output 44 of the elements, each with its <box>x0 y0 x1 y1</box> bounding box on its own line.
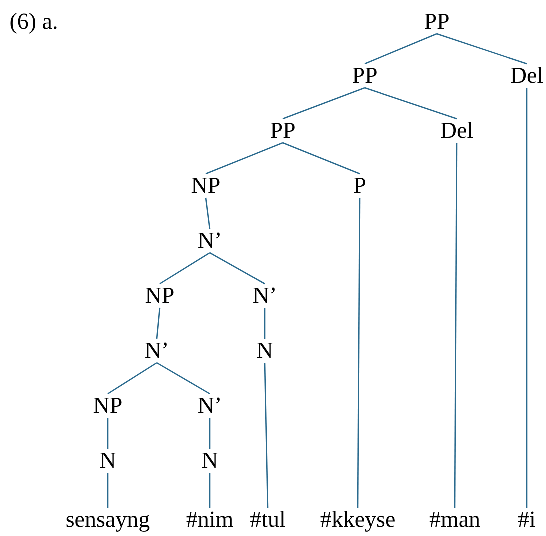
tree-branch-line <box>160 252 210 285</box>
tree-branch-line <box>205 198 211 230</box>
tree-branch-line <box>107 418 109 449</box>
tree-node-label: NP <box>93 393 123 419</box>
tree-node-label: Del <box>510 63 544 89</box>
tree-branch-line <box>264 362 269 508</box>
tree-node-label: NP <box>145 283 175 309</box>
tree-node-label: PP <box>270 118 296 144</box>
example-number: (6) a. <box>10 9 58 35</box>
tree-branch-line <box>364 33 438 65</box>
word-label: #tul <box>250 507 286 533</box>
tree-branch-line <box>364 87 458 120</box>
tree-branch-line <box>282 142 360 175</box>
tree-node-label: N <box>202 448 218 474</box>
tree-branch-line <box>206 142 284 175</box>
tree-branch-line <box>357 198 361 508</box>
tree-node-label: Del <box>440 118 474 144</box>
tree-branch-line <box>210 252 266 285</box>
word-label: #i <box>518 507 536 533</box>
tree-branch-line <box>264 308 266 339</box>
tree-branch-line <box>526 88 528 508</box>
tree-node-label: NP <box>191 173 221 199</box>
tree-branch-line <box>209 473 211 508</box>
tree-node-label: N’ <box>198 228 222 254</box>
tree-node-label: N <box>256 338 274 364</box>
tree-branch-line <box>107 473 109 508</box>
tree-node-label: N’ <box>144 338 170 364</box>
tree-branch-line <box>209 418 211 449</box>
word-label: sensayng <box>66 507 150 533</box>
tree-node-label: N’ <box>252 283 278 309</box>
tree-node-label: N <box>100 448 116 474</box>
tree-branch-line <box>282 87 366 120</box>
word-label: #nim <box>186 507 234 533</box>
tree-branch-line <box>436 33 528 65</box>
word-label: #kkeyse <box>320 507 396 533</box>
tree-node-label: N’ <box>198 393 222 419</box>
tree-branch-line <box>108 362 158 395</box>
tree-node-label: PP <box>352 63 378 89</box>
tree-node-label: PP <box>424 9 450 35</box>
tree-branch-line <box>156 308 161 340</box>
tree-branch-line <box>156 362 210 395</box>
tree-node-label: P <box>354 173 366 199</box>
word-label: #man <box>429 507 481 533</box>
tree-branch-line <box>454 143 458 508</box>
